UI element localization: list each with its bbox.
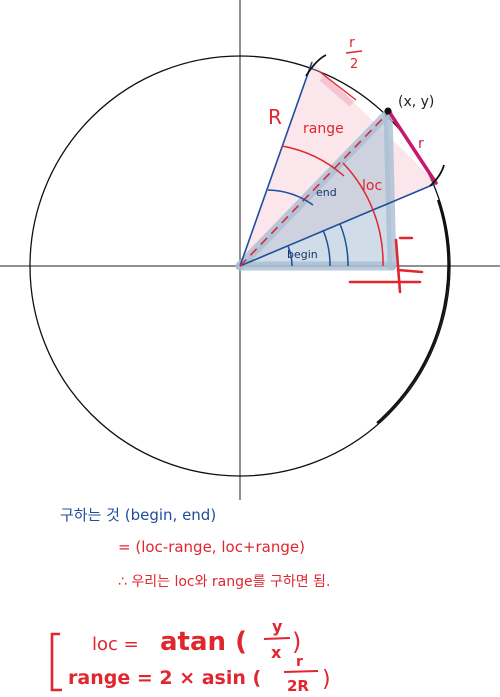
formula2-lhs: range = 2 × asin (: [68, 667, 261, 689]
label-r-half-den: 2: [350, 57, 358, 72]
arc-end-small: [267, 189, 314, 206]
label-range: range: [303, 121, 344, 137]
arc-begin-small: [287, 245, 293, 267]
label-chord-r: r: [418, 136, 424, 152]
note-line3: ∴ 우리는 loc와 range를 구하면 됨.: [118, 574, 330, 590]
x-marker: [348, 238, 424, 294]
tick-bottom: [429, 164, 445, 187]
ray-loc-dashed: [239, 112, 389, 267]
formula1-frac-bar: [263, 637, 291, 640]
label-begin: begin: [287, 248, 318, 261]
arc-loc: [342, 162, 384, 267]
label-R: R: [268, 105, 282, 129]
formula1-frac-den: x: [271, 643, 282, 662]
formula2-close: ): [322, 667, 331, 692]
label-r-half-bar: [345, 50, 363, 54]
formula1-rhs: atan (: [160, 627, 247, 657]
label-point: (x, y): [398, 94, 434, 110]
ray-R: [239, 61, 313, 267]
note-line1: 구하는 것 (begin, end): [60, 506, 216, 524]
half-chord-bracket: [319, 75, 355, 107]
point-xy: [384, 107, 392, 115]
formula2-frac-num: r: [296, 654, 303, 670]
formula1-frac-num: y: [272, 617, 283, 636]
bold-arc: [376, 199, 450, 424]
arc-range: [281, 145, 345, 177]
tick-top: [305, 54, 327, 77]
formula2-frac-den: 2R: [287, 677, 309, 695]
formula-bracket: [50, 632, 62, 692]
label-end: end: [316, 186, 337, 199]
main-circle: [29, 55, 451, 477]
note-line2: = (loc-range, loc+range): [118, 538, 305, 556]
label-r-half-num: r: [349, 35, 355, 51]
formula2-frac-bar: [283, 670, 319, 673]
arc-begin-blue: [339, 223, 349, 267]
chord-r: [386, 108, 438, 185]
formula1-close: ): [292, 628, 301, 656]
ray-begin: [239, 182, 438, 267]
formula1-lhs: loc =: [92, 634, 139, 655]
arc-end-blue: [322, 229, 331, 267]
half-chord-line: [319, 71, 357, 101]
triangle-vertical: [383, 108, 397, 271]
label-loc: loc: [362, 178, 382, 194]
